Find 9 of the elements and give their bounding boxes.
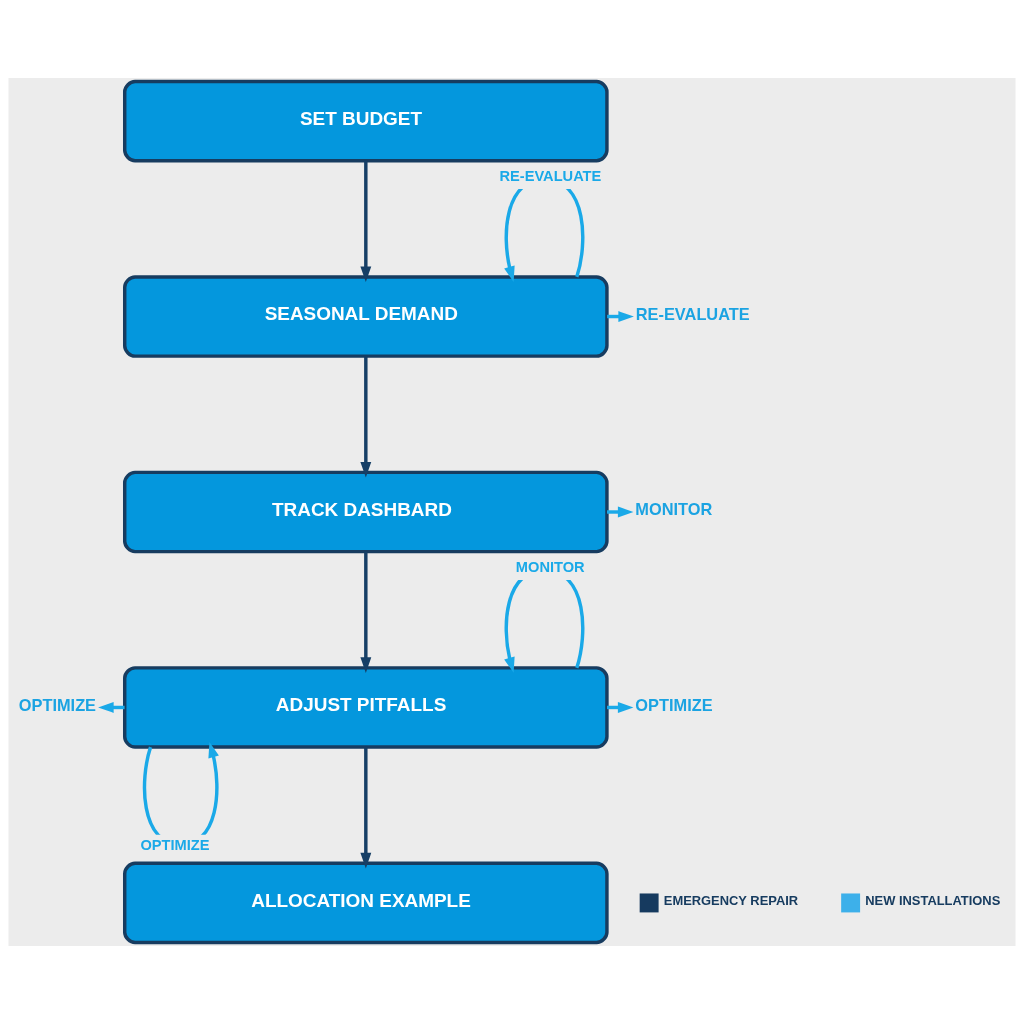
edge-label: MONITOR xyxy=(515,558,585,575)
edge-label: RE-EVALUATE xyxy=(499,167,602,184)
edge-label: OPTIMIZE xyxy=(140,836,210,853)
node-text: OPTIMIZE xyxy=(18,695,97,714)
node-text: RE-EVALUATE xyxy=(635,304,750,323)
node-text: OPTIMIZE xyxy=(635,695,713,714)
legend-label: EMERGENCY REPAIR xyxy=(663,893,799,909)
legend-label: NEW INSTALLATIONS xyxy=(865,893,1001,909)
node-text: MONITOR xyxy=(635,500,713,519)
